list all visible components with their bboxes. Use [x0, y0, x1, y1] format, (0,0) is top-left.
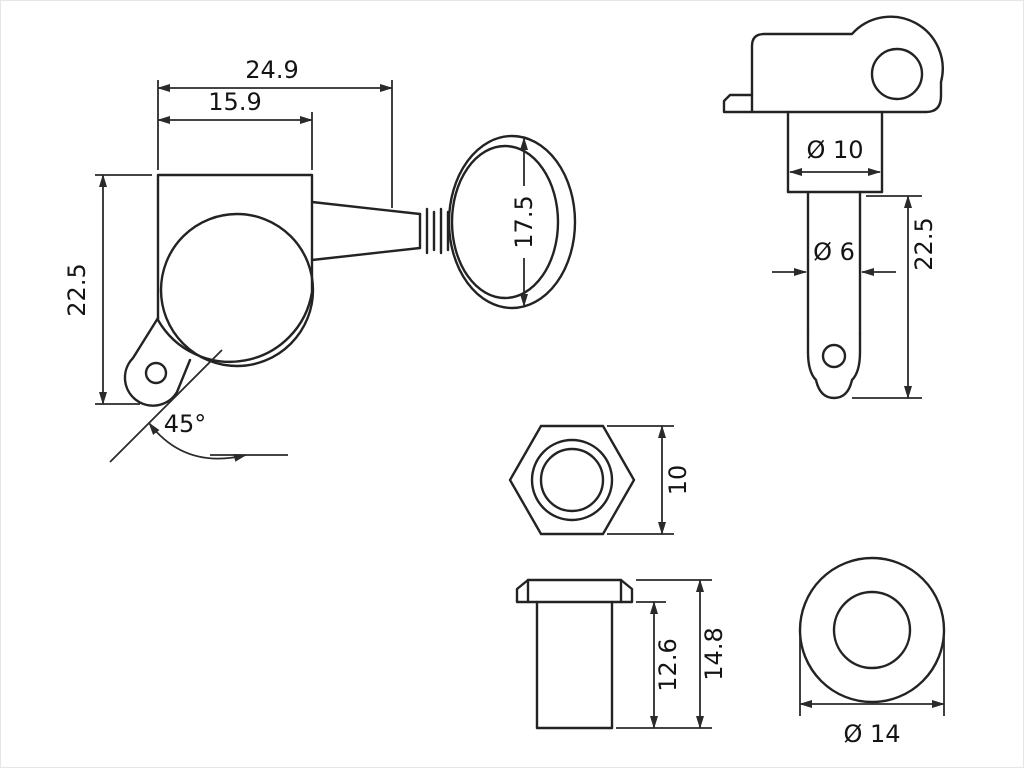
housing-screw-boss-hole	[870, 47, 924, 101]
dim-label-ear-angle: 45°	[164, 410, 207, 438]
angle-arc	[148, 422, 247, 462]
dim-label-body-height: 12.6	[654, 638, 682, 691]
button-inner-ellipse	[450, 144, 560, 300]
washer-outer-circle	[798, 556, 946, 704]
dim-label-housing-width: 15.9	[208, 88, 261, 116]
front-view: Ø 10 Ø 6 22.5	[722, 15, 944, 400]
post-tip-outline	[806, 332, 862, 400]
nut-hexagon	[508, 424, 636, 536]
string-hole	[821, 343, 847, 369]
shaft-top-edge	[310, 200, 422, 216]
shaft-bottom-edge	[310, 246, 422, 262]
dim-label-post-dia: Ø 6	[813, 238, 855, 266]
bushing-flange	[515, 578, 634, 604]
hex-nut-view: 10	[508, 424, 692, 536]
tuner-housing-outline	[156, 173, 314, 363]
dim-label-housing-height: 22.5	[63, 263, 91, 316]
dim-label-nut-size: 10	[664, 465, 692, 496]
housing-front-outline	[750, 15, 944, 114]
washer-inner-circle	[832, 590, 912, 670]
screw-hole	[144, 361, 168, 385]
dim-label-upper-dia: Ø 10	[806, 136, 863, 164]
side-view: 24.9 15.9 22.5 45°	[63, 56, 577, 463]
bushing-view: 12.6 14.8	[515, 578, 728, 730]
mounting-tab	[722, 93, 754, 114]
dim-label-button-height: 17.5	[510, 195, 538, 248]
washer-view: Ø 14	[798, 556, 946, 748]
nut-chamfer-circle	[530, 438, 614, 522]
angle-reference-line	[109, 349, 223, 463]
mounting-ear	[123, 316, 192, 407]
gear-cover-circle	[159, 212, 315, 368]
dim-label-post-height: 22.5	[910, 217, 938, 270]
button-outer-ellipse	[447, 134, 577, 310]
dim-label-washer-dia: Ø 14	[843, 720, 900, 748]
nut-thread-circle	[539, 447, 605, 513]
dim-label-total-width: 24.9	[245, 56, 298, 84]
dim-label-total-height: 14.8	[700, 627, 728, 680]
